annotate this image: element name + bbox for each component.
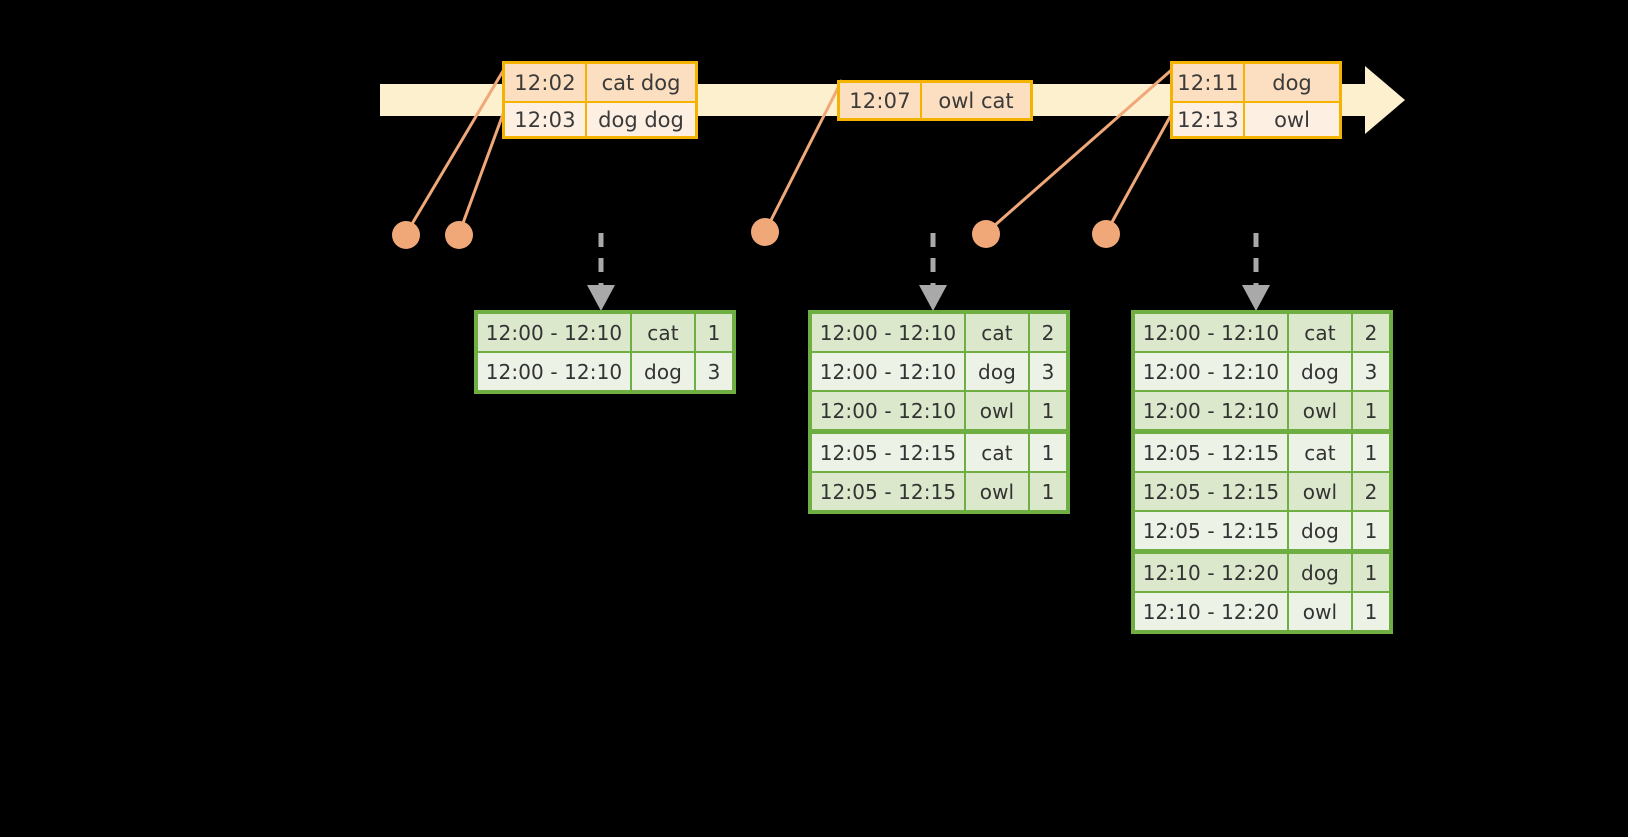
event-value: dog dog xyxy=(598,107,684,132)
event-time: 12:07 xyxy=(840,83,922,118)
event-value: dog xyxy=(1272,70,1312,95)
cell-count: 1 xyxy=(696,314,732,351)
event-group-2[interactable]: 12:07 owl cat xyxy=(837,80,1033,121)
dashed-arrowhead-3 xyxy=(1242,285,1270,311)
event-time: 12:11 xyxy=(1173,64,1245,101)
cell-word: owl xyxy=(966,473,1028,510)
cell-word: owl xyxy=(1289,473,1351,510)
cell-count: 1 xyxy=(1353,392,1389,429)
cell-window: 12:00 - 12:10 xyxy=(812,353,964,390)
event-value: owl xyxy=(1274,107,1310,132)
cell-word: cat xyxy=(632,314,694,351)
marker-dot-12-13 xyxy=(1092,220,1120,248)
event-row[interactable]: 12:13 owl xyxy=(1173,101,1339,136)
marker-dot-12-02 xyxy=(392,221,420,249)
event-value: owl cat xyxy=(938,88,1014,113)
timeline-arrowhead xyxy=(1365,66,1405,134)
cell-word: dog xyxy=(1289,554,1351,591)
cell-count: 2 xyxy=(1353,314,1389,351)
cell-count: 1 xyxy=(1030,473,1066,510)
cell-count: 1 xyxy=(1353,593,1389,630)
cell-word: dog xyxy=(632,353,694,390)
cell-count: 3 xyxy=(1353,353,1389,390)
event-row[interactable]: 12:03 dog dog xyxy=(505,101,695,136)
cell-word: cat xyxy=(966,434,1028,471)
event-row[interactable]: 12:11 dog xyxy=(1173,64,1339,101)
marker-dot-12-03 xyxy=(445,221,473,249)
cell-window: 12:00 - 12:10 xyxy=(812,314,964,351)
cell-count: 3 xyxy=(1030,353,1066,390)
dashed-arrowheads xyxy=(587,285,1270,311)
event-row[interactable]: 12:02 cat dog xyxy=(505,64,695,101)
cell-word: dog xyxy=(1289,512,1351,549)
connector-12-11 xyxy=(985,64,1177,235)
cell-count: 1 xyxy=(1353,554,1389,591)
cell-window: 12:05 - 12:15 xyxy=(812,434,964,471)
cell-window: 12:00 - 12:10 xyxy=(478,353,630,390)
cell-word: owl xyxy=(966,392,1028,429)
cell-window: 12:00 - 12:10 xyxy=(1135,353,1287,390)
cell-word: dog xyxy=(1289,353,1351,390)
cell-window: 12:10 - 12:20 xyxy=(1135,554,1287,591)
cell-window: 12:00 - 12:10 xyxy=(478,314,630,351)
cell-word: owl xyxy=(1289,392,1351,429)
cell-word: cat xyxy=(1289,434,1351,471)
cell-window: 12:00 - 12:10 xyxy=(1135,392,1287,429)
dashed-arrows xyxy=(598,233,1259,288)
event-time: 12:03 xyxy=(505,103,587,136)
event-row[interactable]: 12:07 owl cat xyxy=(840,83,1030,118)
event-time: 12:02 xyxy=(505,64,587,101)
cell-window: 12:10 - 12:20 xyxy=(1135,593,1287,630)
cell-count: 2 xyxy=(1030,314,1066,351)
marker-dot-12-11 xyxy=(972,220,1000,248)
cell-word: dog xyxy=(966,353,1028,390)
marker-dots xyxy=(392,218,1120,249)
cell-window: 12:00 - 12:10 xyxy=(812,392,964,429)
cell-window: 12:05 - 12:15 xyxy=(1135,434,1287,471)
cell-window: 12:00 - 12:10 xyxy=(1135,314,1287,351)
cell-count: 2 xyxy=(1353,473,1389,510)
event-group-1[interactable]: 12:02 cat dog 12:03 dog dog xyxy=(502,61,698,139)
cell-count: 3 xyxy=(696,353,732,390)
connector-lines xyxy=(404,64,1178,235)
marker-dot-12-07 xyxy=(751,218,779,246)
cell-word: cat xyxy=(1289,314,1351,351)
connector-12-02 xyxy=(404,65,508,235)
cell-count: 1 xyxy=(1030,392,1066,429)
event-group-3[interactable]: 12:11 dog 12:13 owl xyxy=(1170,61,1342,139)
cell-word: owl xyxy=(1289,593,1351,630)
event-value: cat dog xyxy=(601,70,681,95)
cell-window: 12:05 - 12:15 xyxy=(812,473,964,510)
cell-window: 12:05 - 12:15 xyxy=(1135,473,1287,510)
cell-count: 1 xyxy=(1353,434,1389,471)
cell-count: 1 xyxy=(1030,434,1066,471)
connector-12-13 xyxy=(1104,105,1178,234)
connector-12-07 xyxy=(763,79,844,233)
cell-count: 1 xyxy=(1353,512,1389,549)
cell-window: 12:05 - 12:15 xyxy=(1135,512,1287,549)
event-time: 12:13 xyxy=(1173,103,1245,136)
dashed-arrowhead-2 xyxy=(919,285,947,311)
connector-12-03 xyxy=(457,105,508,235)
dashed-arrowhead-1 xyxy=(587,285,615,311)
cell-word: cat xyxy=(966,314,1028,351)
